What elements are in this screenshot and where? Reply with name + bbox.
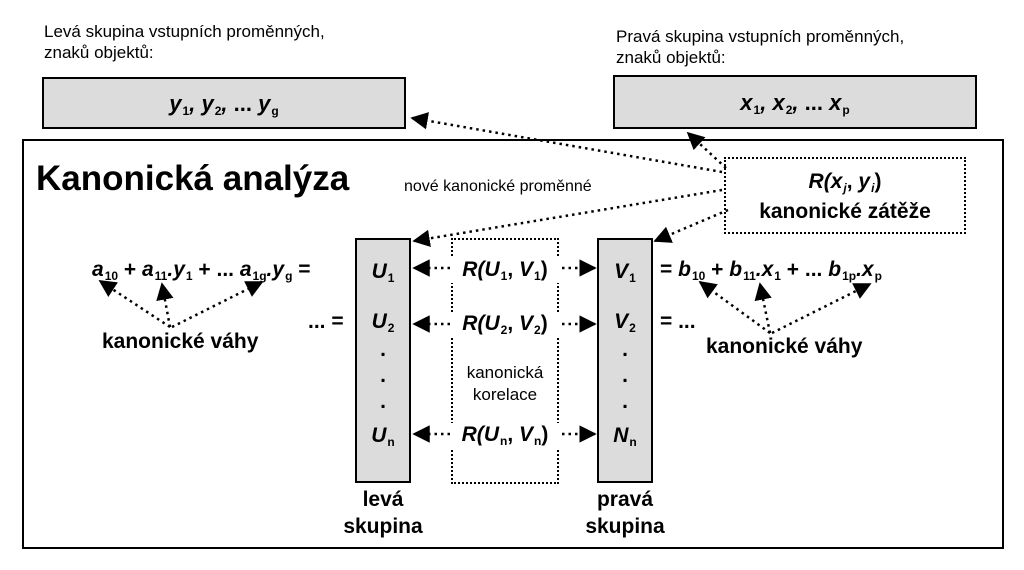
left-caption-line1: Levá skupina vstupních proměnných, <box>44 22 325 41</box>
canonical-correlation-label: kanonická korelace <box>466 363 544 404</box>
left-group-label: levá skupina <box>343 488 423 538</box>
loadings-label: kanonické zátěže <box>759 200 931 223</box>
right-caption-line1: Pravá skupina vstupních proměnných, <box>616 27 905 46</box>
right-dot-3: . <box>622 390 628 413</box>
right-input-vars-box: x1, x2, ... xp <box>613 75 977 129</box>
right-linear-combination: = b10 + b11.x1 + ... b1p.xp <box>660 258 882 283</box>
right-var-n: Nn <box>613 424 637 449</box>
right-dot-2: . <box>622 364 628 387</box>
left-dot-3: . <box>380 390 386 413</box>
correlation-2: R(U2, V2) <box>445 312 565 337</box>
left-caption-line2: znaků objektů: <box>44 43 154 62</box>
loadings-formula: R(xj, yi) <box>808 170 882 195</box>
right-group-label: pravá skupina <box>585 488 665 538</box>
left-group-caption: Levá skupina vstupních proměnných, znaků… <box>44 21 325 63</box>
left-var-1: U1 <box>371 260 395 285</box>
left-var-n: Un <box>371 424 395 449</box>
left-canonical-weights: kanonické váhy <box>102 330 259 353</box>
right-canonical-weights: kanonické váhy <box>706 335 863 358</box>
left-input-vars: y1, y2, ... yg <box>169 91 279 118</box>
left-dot-1: . <box>380 338 386 361</box>
left-var-2: U2 <box>371 310 395 335</box>
new-variables-note: nové kanonické proměnné <box>404 178 592 195</box>
left-canonical-column: U1 U2 . . . Un <box>355 238 411 483</box>
right-dot-1: . <box>622 338 628 361</box>
left-equation-row2: ... = <box>308 310 344 333</box>
canonical-loadings-box: R(xj, yi) kanonické zátěže <box>724 157 966 234</box>
main-title: Kanonická analýza <box>36 159 350 198</box>
right-var-2: V2 <box>614 310 636 335</box>
left-input-vars-box: y1, y2, ... yg <box>42 77 406 129</box>
right-caption-line2: znaků objektů: <box>616 48 726 67</box>
right-var-1: V1 <box>614 260 636 285</box>
left-linear-combination: a10 + a11.y1 + ... a1g.yg = <box>92 258 311 283</box>
correlation-1: R(U1, V1) <box>445 258 565 283</box>
correlation-n: R(Un, Vn) <box>445 423 565 448</box>
left-dot-2: . <box>380 364 386 387</box>
right-input-vars: x1, x2, ... xp <box>740 90 850 117</box>
right-equation-row2: = ... <box>660 310 696 333</box>
right-group-caption: Pravá skupina vstupních proměnných, znak… <box>616 26 904 68</box>
right-canonical-column: V1 V2 . . . Nn <box>597 238 653 483</box>
